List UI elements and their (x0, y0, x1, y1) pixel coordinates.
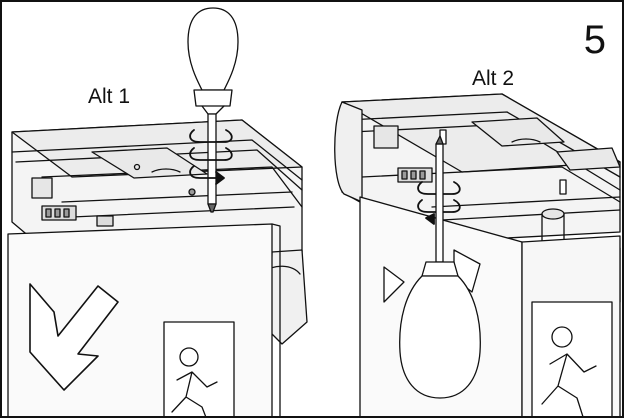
rotation-arrow-icon (189, 129, 233, 185)
label-alt-1: Alt 1 (88, 85, 131, 108)
screwdriver-icon (399, 135, 481, 399)
step-number: 5 (583, 18, 606, 62)
running-man-icon (163, 321, 235, 416)
running-man-icon (531, 301, 613, 416)
label-alt-2: Alt 2 (472, 67, 515, 90)
exit-arrow-icon (29, 283, 119, 391)
screwdriver-icon (187, 7, 239, 213)
